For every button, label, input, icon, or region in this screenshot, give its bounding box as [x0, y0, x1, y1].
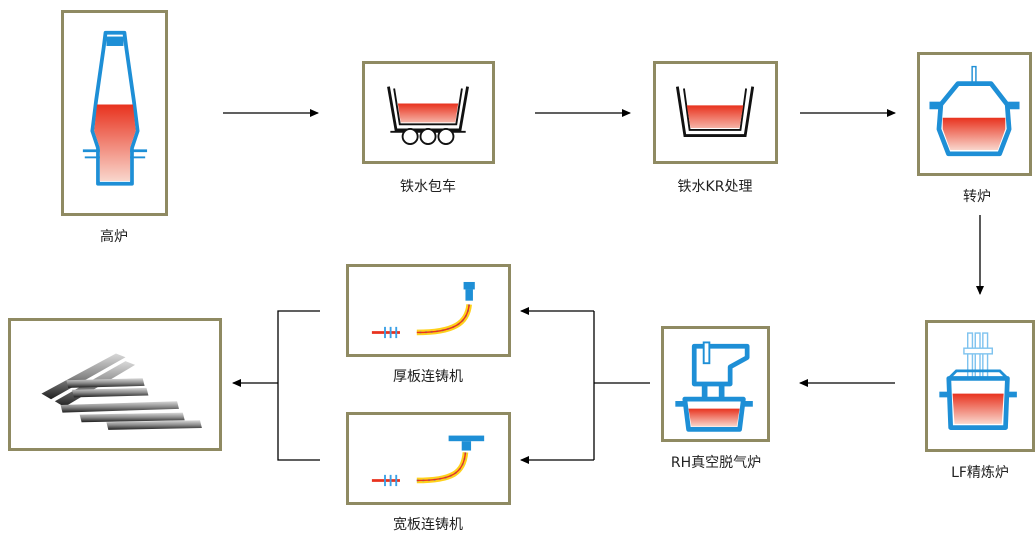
blast-furnace-icon — [82, 30, 148, 186]
plate-caster-label: 厚板连铸机 — [393, 369, 463, 385]
kr-treatment-label: 铁水KR处理 — [677, 179, 753, 195]
converter-node — [917, 52, 1032, 176]
converter-label: 转炉 — [963, 189, 991, 205]
wide-slab-caster-node — [346, 412, 511, 505]
rh-degasser-icon — [675, 341, 753, 432]
lf-refining-label: LF精炼炉 — [951, 465, 1009, 481]
converter-icon — [929, 65, 1020, 157]
ladle-car-label: 铁水包车 — [400, 179, 456, 195]
connector-rh-split — [593, 311, 650, 460]
lf-refining-icon — [939, 332, 1017, 430]
plate-caster-icon — [371, 281, 475, 339]
plate-caster-node — [346, 264, 511, 357]
wide-slab-caster-label: 宽板连铸机 — [393, 517, 463, 533]
kr-ladle-icon — [675, 86, 755, 137]
lf-refining-node — [925, 320, 1035, 452]
ladle-car-node — [362, 61, 495, 164]
ladle-car-icon — [387, 86, 469, 145]
rh-degasser-label: RH真空脱气炉 — [670, 455, 762, 471]
kr-treatment-node — [653, 61, 778, 164]
rh-degasser-node — [661, 326, 770, 442]
steel-slabs-icon — [41, 353, 202, 430]
connector-casters-merge — [277, 310, 320, 461]
blast-furnace-label: 高炉 — [100, 229, 128, 245]
wide-slab-caster-icon — [371, 435, 485, 487]
steel-slabs-node — [8, 318, 222, 451]
blast-furnace-node — [61, 10, 168, 216]
